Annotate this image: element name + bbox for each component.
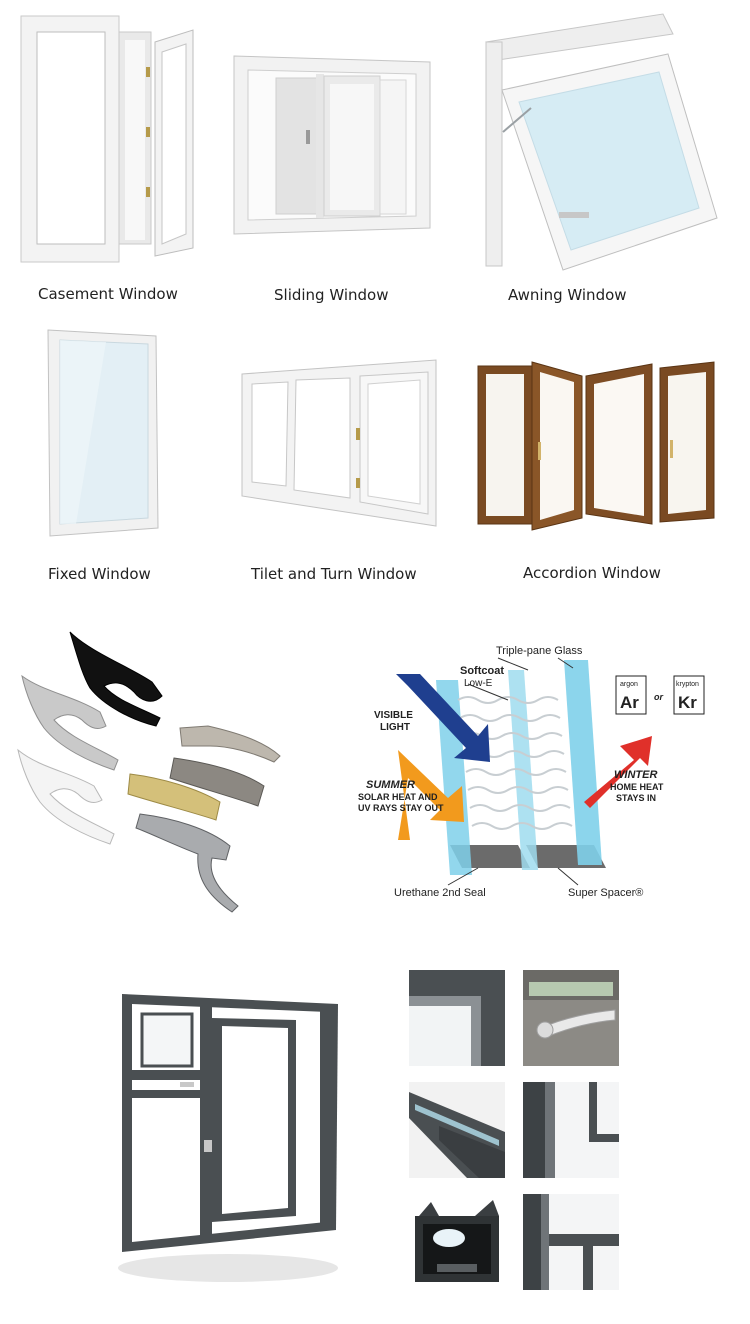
urethane-label: Urethane 2nd Seal <box>394 887 486 899</box>
visible-label-2: LIGHT <box>380 722 410 733</box>
winter-label-1: WINTER <box>614 769 657 781</box>
visible-light-arrow <box>396 674 490 762</box>
sliding-window-image <box>230 52 435 237</box>
tilt-turn-window-image <box>238 358 440 528</box>
profile-detail-3 <box>409 1082 505 1178</box>
fixed-window-image <box>46 328 162 538</box>
sliding-window-label: Sliding Window <box>274 286 389 304</box>
triple-pane-label: Triple-pane Glass <box>496 645 583 657</box>
summer-label-1: SUMMER <box>366 779 415 791</box>
summer-arrow <box>398 750 464 840</box>
summer-label-3: UV RAYS STAY OUT <box>358 803 444 813</box>
winter-arrow <box>584 736 652 808</box>
or-label: or <box>654 692 663 702</box>
super-spacer-label: Super Spacer® <box>568 887 643 899</box>
accordion-window-label: Accordion Window <box>523 564 661 582</box>
window-handles-image <box>12 622 286 913</box>
summer-label-2: SOLAR HEAT AND <box>358 792 438 802</box>
profile-detail-1 <box>409 970 505 1066</box>
casement-window-label: Casement Window <box>38 285 178 303</box>
argon-symbol: Ar <box>620 693 639 712</box>
krypton-small-label: krypton <box>676 681 699 688</box>
aluminium-window-image <box>110 990 345 1290</box>
pane-outer <box>436 680 472 875</box>
profile-detail-5 <box>409 1194 505 1290</box>
softcoat-label: Softcoat <box>460 665 504 677</box>
visible-label-1: VISIBLE <box>374 710 413 721</box>
profile-detail-2 <box>523 970 619 1066</box>
awning-window-label: Awning Window <box>508 286 627 304</box>
profile-detail-6 <box>523 1194 619 1290</box>
tilt-turn-window-label: Tilet and Turn Window <box>251 565 417 583</box>
low-e-label: Low-E <box>464 678 493 689</box>
casement-window-image <box>15 12 215 267</box>
krypton-symbol: Kr <box>678 693 697 712</box>
pane-inner <box>564 660 602 865</box>
argon-small-label: argon <box>620 681 638 688</box>
awning-window-image <box>483 12 723 274</box>
winter-label-2: HOME HEAT <box>610 782 664 792</box>
accordion-window-image <box>474 358 720 532</box>
triple-pane-glass-diagram: Triple-pane Glass Softcoat Low-E VISIBLE… <box>358 640 720 910</box>
winter-label-3: STAYS IN <box>616 793 656 803</box>
fixed-window-label: Fixed Window <box>48 565 151 583</box>
profile-detail-4 <box>523 1082 619 1178</box>
